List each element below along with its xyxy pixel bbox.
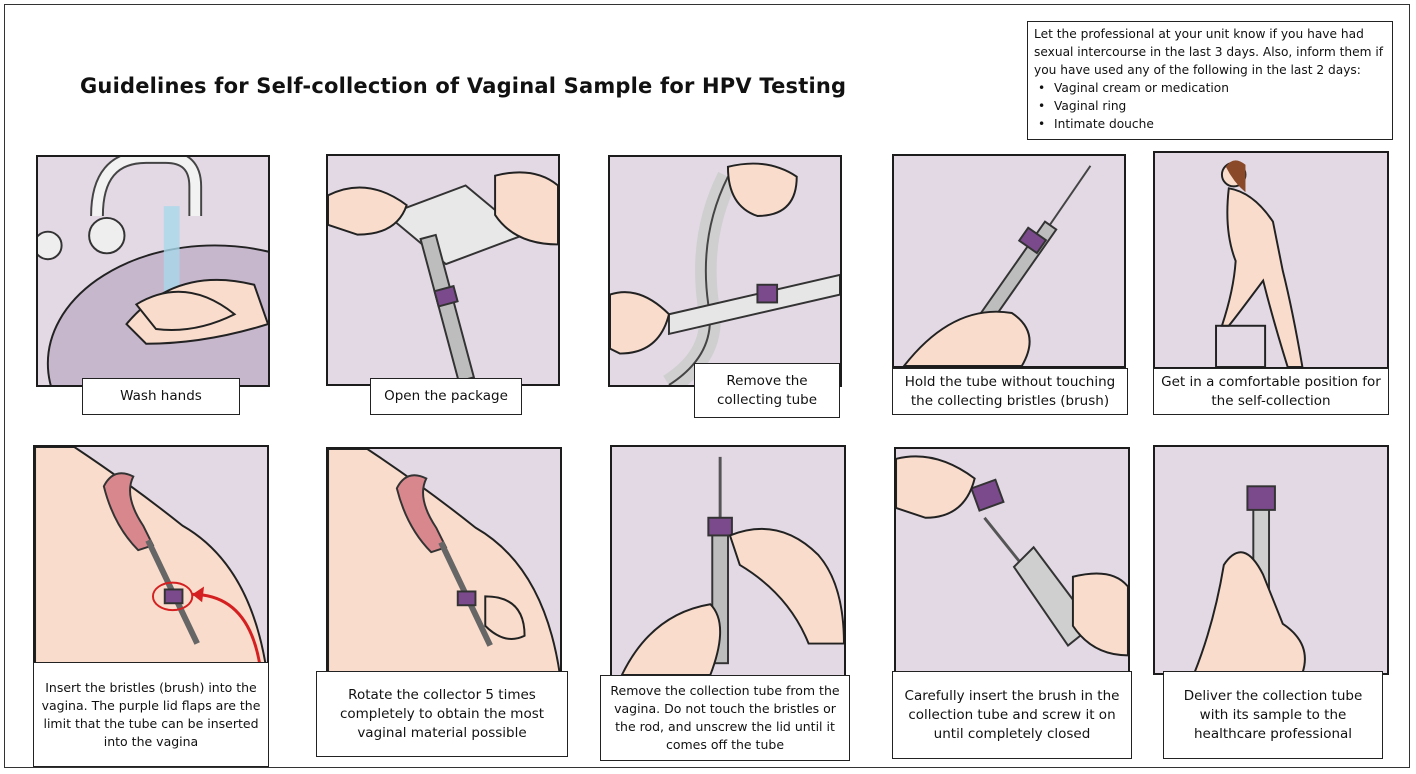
step-4-caption: Hold the tube without touching the colle… [892,368,1128,415]
step-5-illustration [1153,151,1389,369]
step-8-caption: Remove the collection tube from the vagi… [600,675,850,761]
wash-hands-illustration [38,157,268,385]
hold-tube-illustration [894,156,1124,366]
insert-brush-tube-illustration [896,449,1128,675]
step-6-caption: Insert the bristles (brush) into the vag… [33,662,269,767]
rotate-collector-illustration [328,449,560,675]
step-4-illustration [892,154,1126,368]
step-5-caption: Get in a comfortable position for the se… [1153,368,1389,415]
remove-collection-tube-illustration [612,447,844,675]
step-2-illustration [326,154,560,386]
step-1-illustration [36,155,270,387]
step-3-caption: Remove the collecting tube [694,363,840,418]
step-10-illustration [1153,445,1389,675]
step-9-caption: Carefully insert the brush in the collec… [892,671,1132,759]
comfortable-position-illustration [1155,153,1387,367]
deliver-tube-illustration [1155,447,1387,673]
step-10-caption: Deliver the collection tube with its sam… [1163,671,1383,759]
notice-item: Vaginal ring [1034,97,1386,115]
step-7-caption: Rotate the collector 5 times completely … [316,671,568,757]
page-title: Guidelines for Self-collection of Vagina… [80,74,846,98]
step-7-illustration [326,447,562,677]
open-package-illustration [328,156,558,384]
step-1-caption: Wash hands [82,378,240,415]
step-3-illustration [608,155,842,387]
step-9-illustration [894,447,1130,677]
notice-box: Let the professional at your unit know i… [1027,21,1393,140]
step-6-illustration [33,445,269,675]
notice-list: Vaginal cream or medication Vaginal ring… [1034,79,1386,133]
step-2-caption: Open the package [370,378,522,415]
remove-tube-illustration [610,157,840,385]
notice-item: Intimate douche [1034,115,1386,133]
step-8-illustration [610,445,846,677]
notice-intro: Let the professional at your unit know i… [1034,25,1386,79]
notice-item: Vaginal cream or medication [1034,79,1386,97]
insert-bristles-illustration [35,447,267,673]
